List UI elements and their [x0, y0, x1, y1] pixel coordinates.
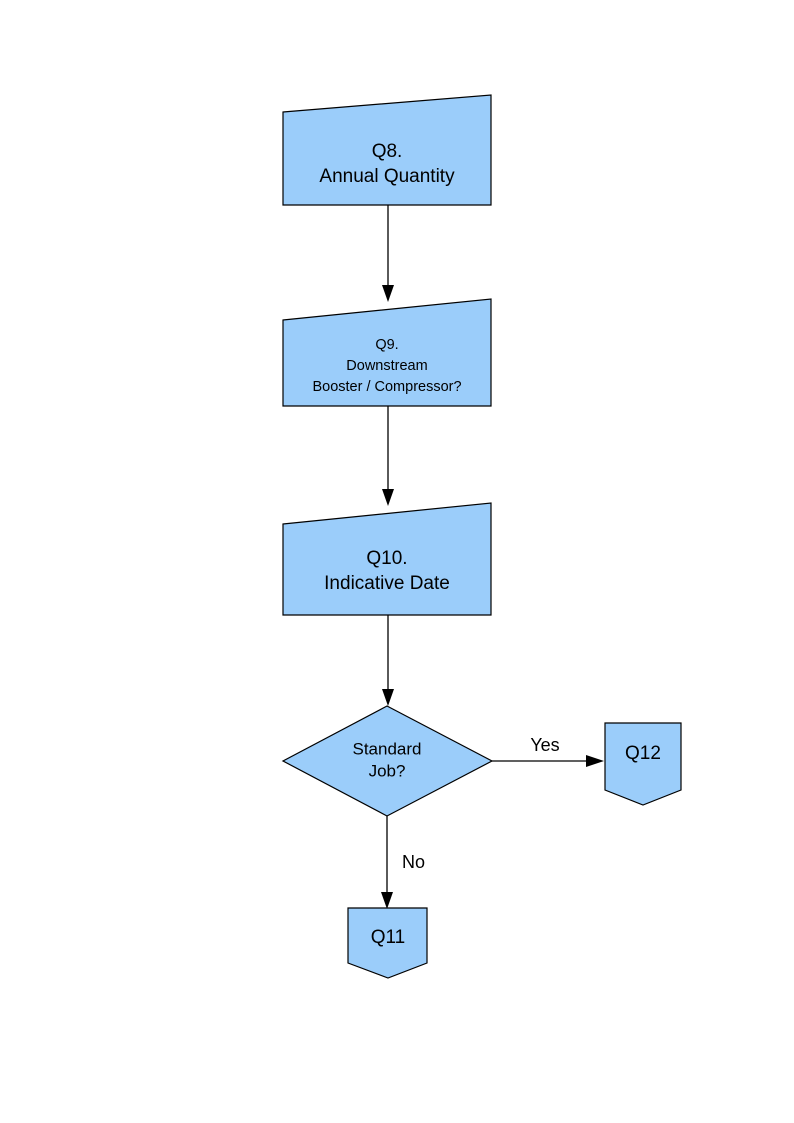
q10-label-line1: Q10. — [366, 548, 407, 569]
connector-decision-q11-arrowhead — [381, 892, 393, 909]
connector-q10-decision-arrowhead — [382, 689, 394, 706]
node-q10[interactable]: Q10. Indicative Date — [282, 502, 492, 616]
decision-label-line1: Standard — [353, 739, 422, 758]
edge-label-no: No — [402, 852, 425, 872]
connector-decision-q12-arrowhead — [586, 755, 604, 767]
q8-label-line1: Q8. — [372, 141, 403, 162]
q11-label: Q11 — [371, 927, 406, 948]
q9-label-line1: Q9. — [375, 337, 398, 353]
connector-q8-q9 — [382, 205, 394, 302]
connector-q9-q10 — [382, 406, 394, 506]
q9-label-line2: Downstream — [346, 358, 427, 374]
q8-label-line2: Annual Quantity — [319, 166, 455, 187]
connector-decision-q11: No — [381, 816, 425, 909]
node-q8[interactable]: Q8. Annual Quantity — [282, 94, 492, 206]
node-q9[interactable]: Q9. Downstream Booster / Compressor? — [282, 298, 492, 407]
q8-shape — [282, 94, 492, 206]
q12-shape — [604, 722, 682, 806]
node-decision-standard-job[interactable]: Standard Job? — [281, 705, 494, 817]
q12-label: Q12 — [625, 743, 661, 764]
node-q11[interactable]: Q11 — [347, 907, 428, 979]
q10-label-line2: Indicative Date — [324, 573, 450, 594]
q10-shape — [282, 502, 492, 616]
q11-shape — [347, 907, 428, 979]
connector-q10-decision — [382, 615, 394, 706]
q9-label-line3: Booster / Compressor? — [312, 379, 461, 395]
connector-q8-q9-arrowhead — [382, 285, 394, 302]
connector-q9-q10-arrowhead — [382, 489, 394, 506]
decision-label-line2: Job? — [369, 761, 406, 780]
node-q12[interactable]: Q12 — [604, 722, 682, 806]
connector-decision-q12: Yes — [492, 735, 604, 767]
edge-label-yes: Yes — [530, 735, 559, 755]
q9-shape — [282, 298, 492, 407]
